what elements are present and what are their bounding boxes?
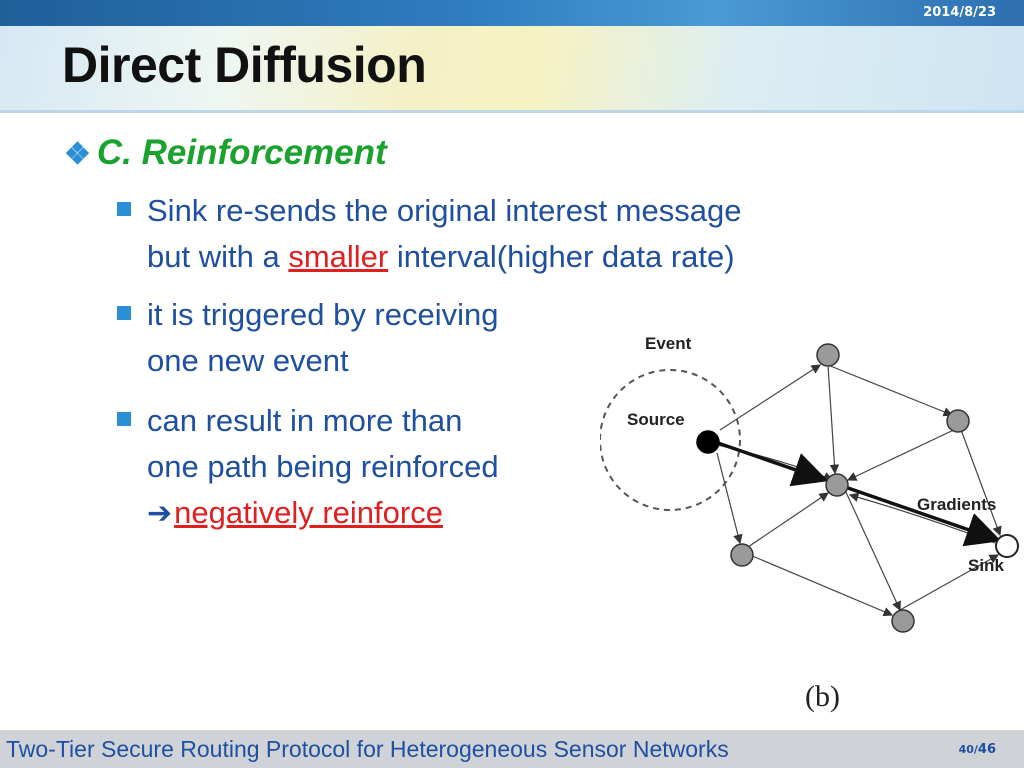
section-heading-text: C. Reinforcement bbox=[96, 133, 387, 172]
bullet-2-line-1: it is triggered by receiving bbox=[147, 297, 499, 332]
bullet-1-line-2: but with a smaller interval(higher data … bbox=[147, 234, 741, 280]
section-heading: ❖C. Reinforcement bbox=[64, 133, 387, 173]
square-bullet-icon bbox=[117, 412, 131, 426]
square-bullet-icon bbox=[117, 306, 131, 320]
sink-node bbox=[995, 534, 1019, 558]
title-band-border bbox=[0, 110, 1024, 113]
footer-bar bbox=[0, 730, 1024, 768]
bullet-3-line-1: can result in more than bbox=[147, 403, 463, 438]
source-label: Source bbox=[627, 410, 685, 429]
diamond-bullet-icon: ❖ bbox=[64, 138, 91, 171]
sensor-node bbox=[825, 473, 849, 497]
bullet-1-line-1: Sink re-sends the original interest mess… bbox=[147, 193, 742, 228]
page-current: 40 bbox=[958, 743, 974, 756]
event-label: Event bbox=[645, 334, 692, 353]
bullet-2: it is triggered by receiving one new eve… bbox=[147, 292, 499, 384]
page-total: 46 bbox=[977, 742, 996, 757]
source-node bbox=[696, 430, 720, 454]
square-bullet-icon bbox=[117, 202, 131, 216]
gradient-edges bbox=[716, 364, 1002, 617]
sensor-node bbox=[730, 543, 754, 567]
page-separator: / bbox=[973, 743, 978, 756]
sensor-node bbox=[946, 409, 970, 433]
bullet-3-line-2: one path being reinforced bbox=[147, 449, 499, 484]
sink-label: Sink bbox=[968, 556, 1004, 575]
network-diagram: Event Source Gradients Sink bbox=[600, 334, 1019, 633]
reinforced-path bbox=[717, 441, 1002, 547]
slide-title: Direct Diffusion bbox=[62, 37, 427, 93]
bullet-1-text: but with a bbox=[147, 239, 289, 274]
sensor-node bbox=[816, 343, 840, 367]
gradients-label: Gradients bbox=[917, 495, 996, 514]
footer-title: Two-Tier Secure Routing Protocol for Het… bbox=[6, 736, 729, 762]
diagram-caption: (b) bbox=[805, 680, 840, 713]
right-arrow-icon: ➔ bbox=[147, 497, 173, 530]
bullet-3: can result in more than one path being r… bbox=[147, 398, 499, 537]
sensor-node bbox=[891, 609, 915, 633]
top-bar bbox=[0, 0, 1024, 26]
bullet-1: Sink re-sends the original interest mess… bbox=[147, 188, 741, 280]
page-number: 40/46 bbox=[959, 742, 996, 757]
emphasis-negatively-reinforce: negatively reinforce bbox=[174, 495, 443, 530]
bullet-3-line-3: ➔negatively reinforce bbox=[147, 490, 499, 537]
emphasis-smaller: smaller bbox=[288, 239, 389, 274]
slide-date: 2014/8/23 bbox=[923, 5, 996, 20]
bullet-1-text-end: interval(higher data rate) bbox=[388, 239, 735, 274]
title-band bbox=[0, 26, 1024, 110]
event-region bbox=[600, 369, 741, 511]
bullet-2-line-2: one new event bbox=[147, 343, 349, 378]
